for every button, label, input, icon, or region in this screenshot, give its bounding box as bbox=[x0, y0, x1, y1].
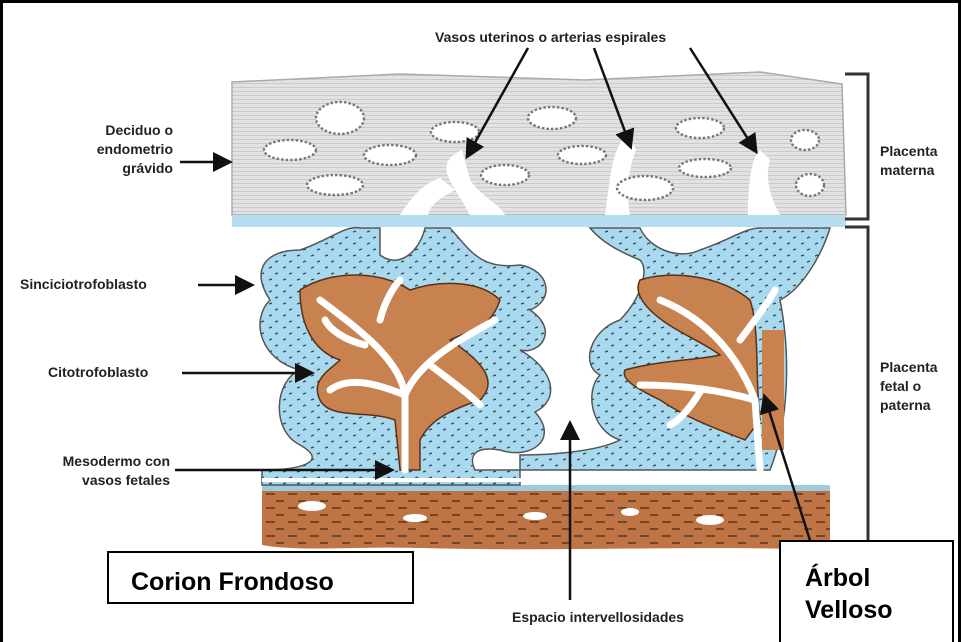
label-decidua: Deciduo o endometrio grávido bbox=[60, 121, 173, 178]
chorionic-plate bbox=[262, 488, 830, 550]
label-decidua-line1: Deciduo o bbox=[60, 121, 173, 140]
maternal-bracket bbox=[845, 74, 868, 219]
label-fetal-line3: paterna bbox=[880, 396, 938, 415]
callout-chorion-text: Corion Frondoso bbox=[131, 568, 334, 596]
label-intervillous-space: Espacio intervellosidades bbox=[512, 608, 684, 627]
label-mesoderm: Mesodermo con vasos fetales bbox=[35, 452, 170, 490]
label-vessels: Vasos uterinos o arterias espirales bbox=[435, 28, 666, 47]
label-fetal-line1: Placenta bbox=[880, 358, 938, 377]
callout-arbol-velloso: Árbol Velloso bbox=[779, 540, 954, 642]
label-maternal-line1: Placenta bbox=[880, 142, 938, 161]
callout-tree-line2: Velloso bbox=[805, 594, 952, 626]
label-mesoderm-line2: vasos fetales bbox=[35, 471, 170, 490]
callout-tree-line1: Árbol bbox=[805, 562, 952, 594]
label-maternal-line2: materna bbox=[880, 161, 938, 180]
label-fetal-line2: fetal o bbox=[880, 377, 938, 396]
fetal-bracket bbox=[845, 227, 868, 540]
label-cytotrophoblast: Citotrofoblasto bbox=[48, 363, 148, 382]
callout-chorion-frondoso: Corion Frondoso bbox=[107, 551, 414, 604]
label-maternal-placenta: Placenta materna bbox=[880, 142, 938, 180]
label-mesoderm-line1: Mesodermo con bbox=[35, 452, 170, 471]
label-decidua-line3: grávido bbox=[60, 159, 173, 178]
villous-tree-right bbox=[520, 228, 830, 470]
villous-tree-left bbox=[260, 228, 551, 485]
label-fetal-placenta: Placenta fetal o paterna bbox=[880, 358, 938, 415]
label-syncytiotrophoblast: Sinciciotrofoblasto bbox=[20, 275, 147, 294]
label-decidua-line2: endometrio bbox=[60, 140, 173, 159]
